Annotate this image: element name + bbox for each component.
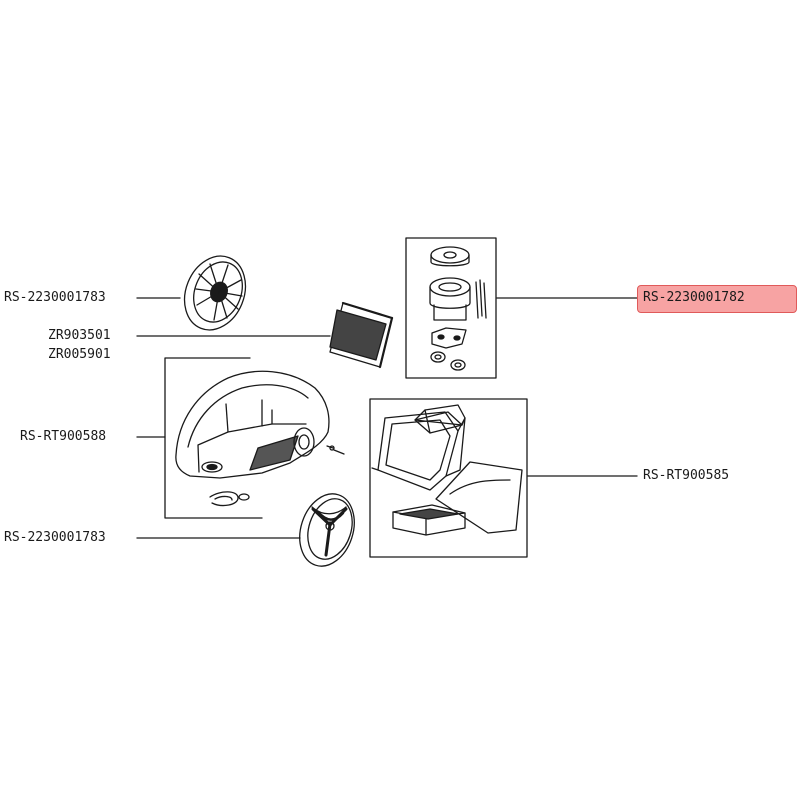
motor-group-frame	[405, 237, 497, 379]
part-label-wheel-bottom[interactable]: RS-2230001783	[4, 530, 106, 545]
part-label-filter-1[interactable]: ZR903501	[48, 328, 111, 343]
bin-group-frame	[369, 398, 528, 558]
bin-drawing	[371, 404, 523, 536]
wheel-top-drawing	[183, 255, 247, 331]
motor-drawing	[429, 246, 487, 371]
part-label-bin[interactable]: RS-RT900585	[643, 468, 730, 483]
part-label-wheel-top[interactable]: RS-2230001783	[4, 290, 106, 305]
body-group-frame	[164, 357, 263, 519]
part-label-filter-2[interactable]: ZR005901	[48, 347, 111, 362]
part-label-body[interactable]: RS-RT900588	[20, 429, 107, 444]
body-drawing	[175, 370, 345, 507]
filter-drawing	[329, 301, 394, 369]
highlight-motor-label	[637, 285, 797, 313]
part-label-motor[interactable]: RS-2230001782	[643, 290, 745, 305]
wheel-bottom-drawing	[299, 493, 355, 567]
